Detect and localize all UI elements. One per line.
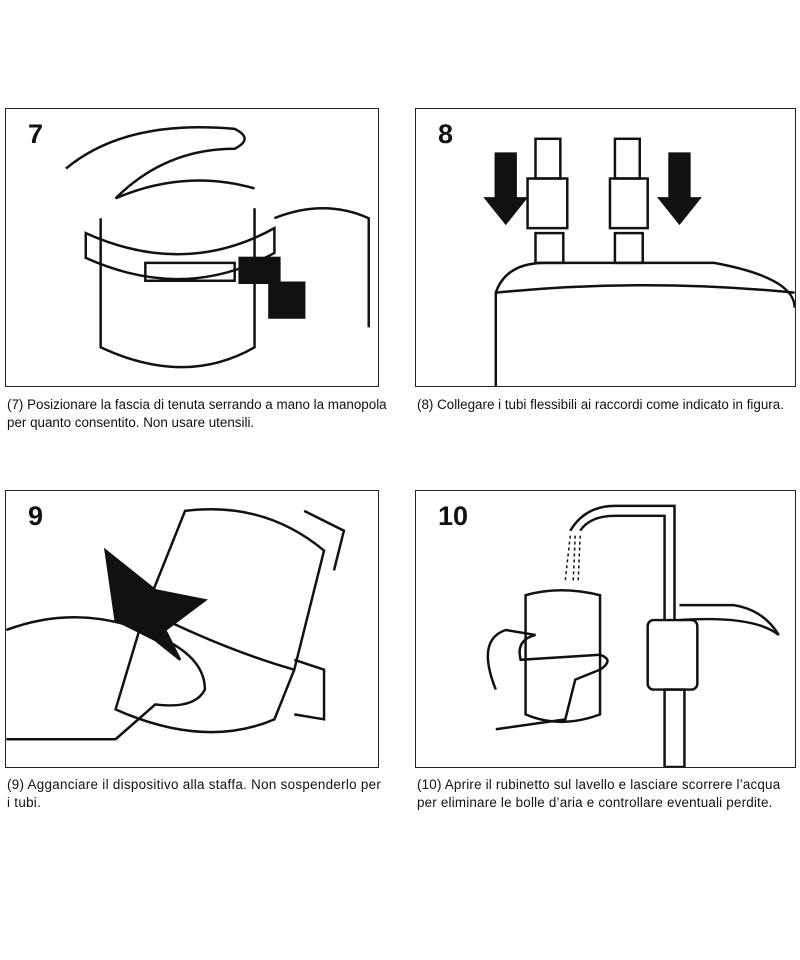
step-number: 8 xyxy=(438,119,454,149)
step-9-illustration: 9 xyxy=(5,490,379,768)
hose-connection-illustration xyxy=(483,137,795,386)
step-8-illustration: 8 xyxy=(415,108,796,387)
hook-device-bracket-illustration xyxy=(6,507,346,741)
step-9-caption: (9) Agganciare il dispositivo alla staff… xyxy=(7,777,382,810)
step-8-caption: (8) Collegare i tubi flessibili ai racco… xyxy=(417,397,784,412)
step-number: 9 xyxy=(28,501,44,531)
step-10-caption: (10) Aprire il rubinetto sul lavello e l… xyxy=(417,777,781,810)
step-7-caption: (7) Posizionare la fascia di tenuta serr… xyxy=(7,397,387,430)
step-number: 10 xyxy=(438,501,469,531)
step-7-illustration: 7 xyxy=(5,108,379,387)
filter-housing-band-illustration xyxy=(65,125,370,369)
step-number: 7 xyxy=(28,119,44,149)
faucet-glass-illustration xyxy=(486,504,780,767)
step-10-illustration: 10 xyxy=(415,490,796,768)
